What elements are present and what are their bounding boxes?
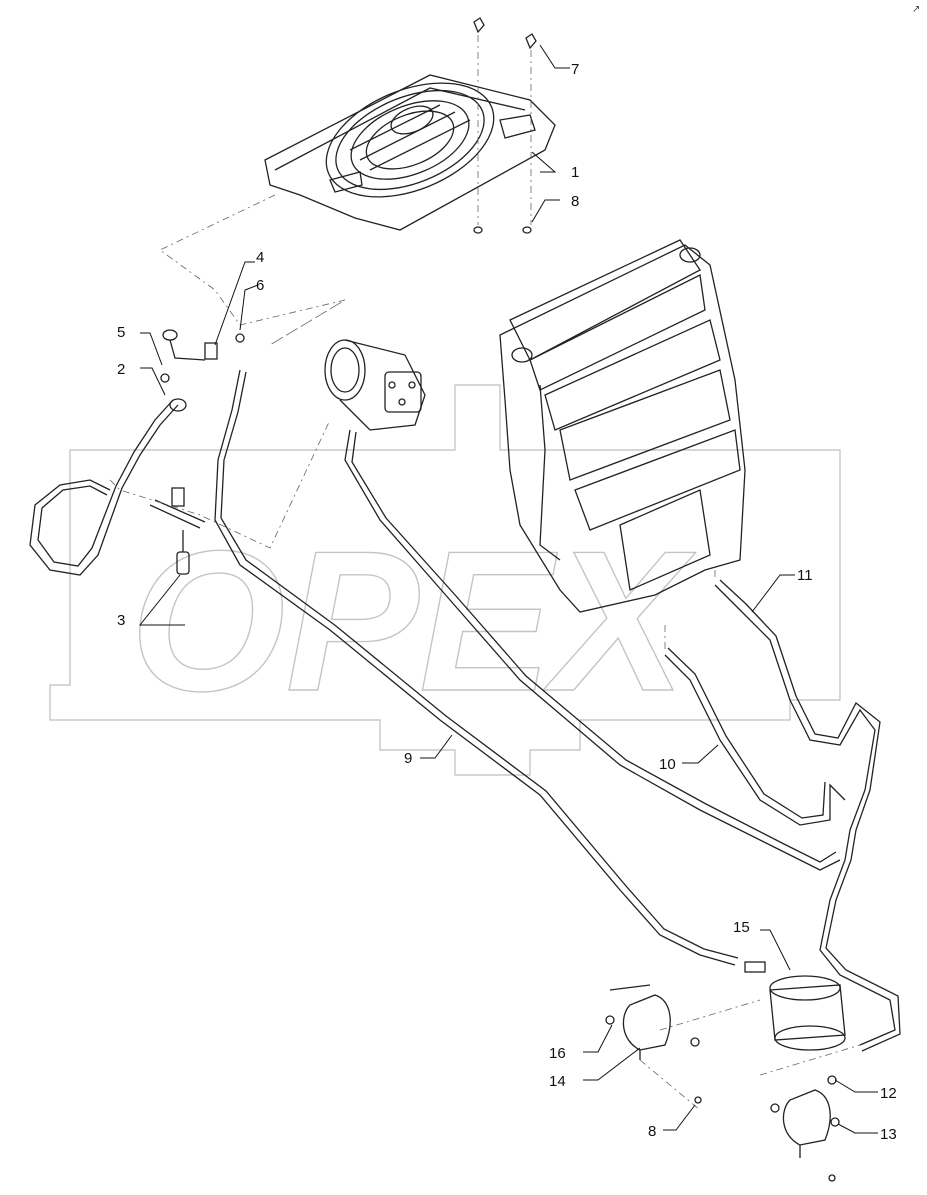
- callout-6: 6: [256, 277, 264, 294]
- condenser-fan-assembly: [264, 17, 556, 234]
- callout-8-bottom: 8: [648, 1123, 656, 1140]
- fittings: [160, 329, 245, 412]
- compressor: [324, 339, 426, 431]
- callout-1: 1: [571, 164, 579, 181]
- callout-3: 3: [117, 612, 125, 629]
- hoses: [29, 369, 901, 1052]
- assembly-lines: [109, 194, 861, 1111]
- callout-5: 5: [117, 324, 125, 341]
- pressure-switch: [149, 487, 206, 575]
- callout-labels: 1 2 3 4 5 6 7 8 8 9 10 11 12 13 14 15 16: [117, 61, 897, 1143]
- callout-8-top: 8: [571, 193, 579, 210]
- callout-12: 12: [880, 1085, 897, 1102]
- callout-leaders: [138, 44, 878, 1134]
- callout-10: 10: [659, 756, 676, 773]
- hvac-housing: [499, 239, 746, 613]
- callout-4: 4: [256, 249, 264, 266]
- callout-14: 14: [549, 1073, 566, 1090]
- receiver-drier: [744, 961, 846, 1051]
- callout-2: 2: [117, 361, 125, 378]
- callout-9: 9: [404, 750, 412, 767]
- corner-mark: ↗: [912, 4, 920, 15]
- callout-11: 11: [797, 567, 813, 584]
- callout-7: 7: [571, 61, 579, 78]
- callout-13: 13: [880, 1126, 897, 1143]
- opex-watermark: OPEX: [49, 384, 841, 776]
- callout-15: 15: [733, 919, 750, 936]
- brackets: [605, 984, 840, 1182]
- watermark-text: OPEX: [130, 510, 696, 733]
- callout-16: 16: [549, 1045, 566, 1062]
